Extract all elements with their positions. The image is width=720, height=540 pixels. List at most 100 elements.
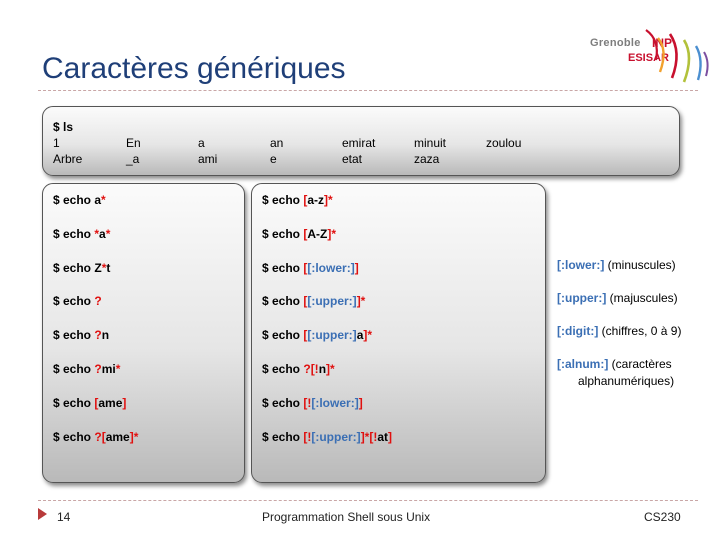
command-text: $ echo [262,260,304,275]
ls-file-entry: Arbre [53,152,83,166]
wildcard-token: ] [388,429,393,444]
character-class-description: (chiffres, 0 à 9) [598,324,682,338]
command-text: a [99,226,106,241]
wildcard-token: ]* [327,226,337,241]
wildcard-token: [:upper:] [307,294,357,309]
echo-command: $ echo ?n [53,328,109,342]
wildcard-token: ?[ [94,429,106,444]
character-class-item: [:lower:] (minuscules) [557,258,676,272]
wildcard-token: [ [303,328,308,343]
command-text: $ echo Z [53,260,102,275]
wildcard-token: [:upper:] [311,429,361,444]
command-text: $ echo [53,328,95,343]
echo-command: $ echo Z*t [53,261,110,275]
wildcard-token: [! [303,429,312,444]
wildcard-token: ] [358,395,363,410]
wildcard-token: ]*[! [360,429,378,444]
echo-command: $ echo ?[!n]* [262,362,335,376]
echo-command: $ echo ? [53,294,102,308]
footer-course-code: CS230 [644,510,681,524]
command-text: $ echo [53,429,95,444]
echo-command: $ echo [a-z]* [262,193,333,207]
wildcard-token: ?[! [303,362,319,376]
wildcard-token: ]* [356,294,366,309]
command-text: a-z [307,193,325,207]
command-text: $ echo [262,328,304,343]
wildcard-token: ]* [326,362,335,376]
command-text: t [106,260,111,275]
command-text: $ echo [262,429,304,444]
grenoble-inp-esisar-logo: Grenoble INP ESISAR [580,16,712,86]
echo-command: $ echo a* [53,193,106,207]
character-class-description: (minuscules) [604,258,676,272]
command-text: $ echo [53,294,95,309]
command-text: $ echo [262,294,304,309]
ls-file-entry: zoulou [486,136,522,150]
wildcard-token: ]* [324,193,333,207]
bracket-examples-panel: $ echo [a-z]*$ echo [A-Z]*$ echo [[:lowe… [251,183,546,483]
wildcard-token: ? [94,294,102,309]
character-class-item: [:digit:] (chiffres, 0 à 9) [557,324,681,338]
wildcard-token: [ [94,395,99,410]
wildcard-token: * [101,260,107,275]
wildcard-examples-panel: $ echo a*$ echo *a*$ echo Z*t$ echo ?$ e… [42,183,245,483]
ls-file-entry: a [198,136,205,150]
character-class-name: [:digit:] [557,324,599,338]
command-text: ame [98,395,123,410]
wildcard-token: * [101,193,106,207]
command-text: $ echo [53,226,95,241]
character-class-description: (caractères [608,357,672,371]
title-divider [38,90,698,91]
echo-command: $ echo [ame] [53,396,126,410]
wildcard-token: ] [354,260,359,275]
wildcard-token: [ [303,226,308,241]
wildcard-token: [:lower:] [311,395,359,410]
ls-file-entry: ami [198,152,218,166]
echo-command: $ echo [![:lower:]] [262,396,363,410]
character-class-item: [:alnum:] (caractères [557,357,672,371]
wildcard-token: [:lower:] [307,260,355,275]
page-number: 14 [57,510,71,524]
footer-course-title: Programmation Shell sous Unix [262,510,431,524]
echo-command: $ echo [[:upper:]]* [262,294,365,308]
ls-file-entry: _a [126,152,140,166]
ls-file-entry: En [126,136,141,150]
wildcard-token: * [105,226,111,241]
command-text: $ echo a [53,193,102,207]
command-text: $ echo [262,362,304,376]
command-text: mi [101,362,116,376]
character-class-item: [:upper:] (majuscules) [557,291,678,305]
ls-file-entry: emirat [342,136,376,150]
command-text: $ echo [262,395,304,410]
wildcard-token: [ [303,294,308,309]
wildcard-token: [ [303,260,308,275]
wildcard-token: * [94,226,100,241]
wildcard-token: [ [303,193,308,207]
wildcard-token: ] [122,395,127,410]
command-text: at [377,429,389,444]
logo-arcs-icon [645,29,709,83]
ls-command: $ ls [53,120,74,134]
wildcard-token: [! [303,395,312,410]
ls-file-entry: minuit [414,136,447,150]
command-text: $ echo [53,362,95,376]
command-text: a [356,328,364,343]
echo-command: $ echo [[:upper:]a]* [262,328,372,342]
ls-file-entry: an [270,136,284,150]
ls-file-entry: etat [342,152,363,166]
logo-grenoble-text: Grenoble [590,37,641,49]
footer-divider [38,500,698,501]
character-class-description: (majuscules) [606,291,678,305]
command-text: $ echo [53,395,95,410]
character-class-name: [:lower:] [557,258,605,272]
wildcard-token: * [115,362,121,376]
ls-file-entry: 1 [53,136,60,150]
echo-command: $ echo [[:lower:]] [262,261,359,275]
footer-bullet-icon [38,508,47,520]
wildcard-token: ]* [129,429,139,444]
ls-file-entry: e [270,152,277,166]
logo-esisar-text: ESISAR [628,52,669,64]
echo-command: $ echo ?[ame]* [53,430,138,444]
wildcard-token: ? [94,328,102,343]
character-class-description-continued: alphanumériques) [578,374,675,388]
